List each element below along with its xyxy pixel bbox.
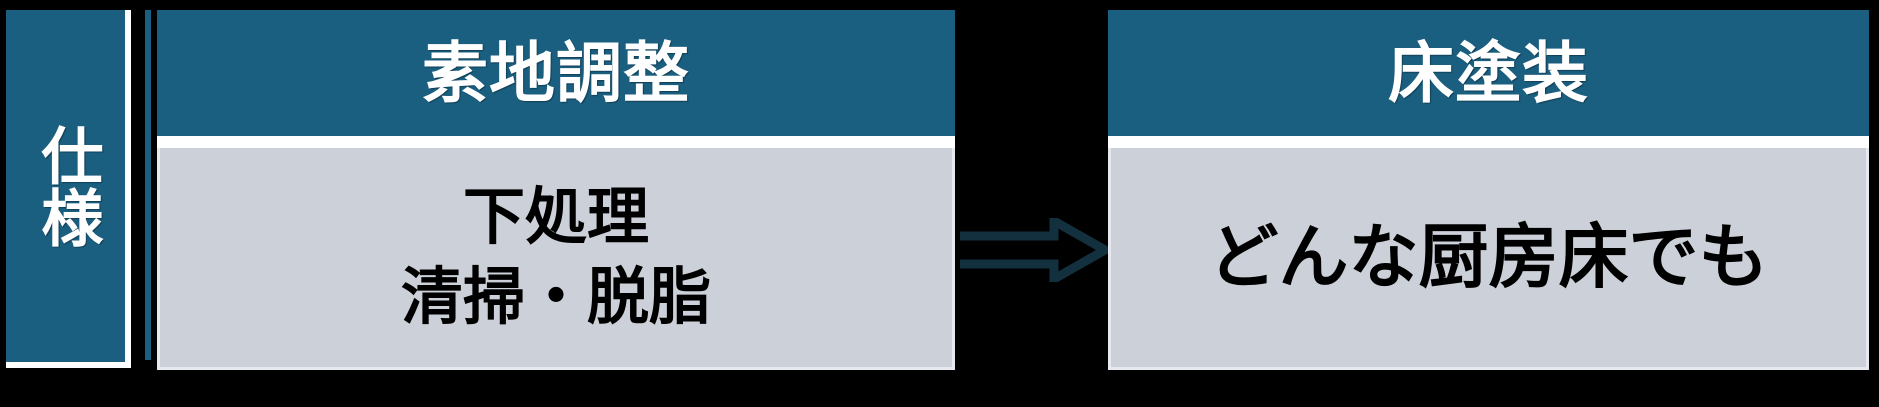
process-card-body-line: どんな厨房床でも bbox=[1208, 217, 1769, 296]
panel-edge-sliver bbox=[145, 10, 151, 360]
process-card-title: 床塗装 bbox=[1388, 36, 1589, 110]
flow-arrow bbox=[958, 213, 1115, 287]
process-card-title: 素地調整 bbox=[422, 36, 690, 110]
process-card-body-line: 清掃・脱脂 bbox=[400, 262, 711, 332]
spec-panel-label: 仕様 bbox=[31, 124, 101, 248]
right-block-arrow-icon bbox=[960, 213, 1115, 287]
process-card-body-line: 下処理 bbox=[462, 183, 649, 253]
card-divider bbox=[1108, 136, 1869, 148]
spec-panel: 仕様 bbox=[6, 10, 131, 368]
process-card-floor-coating: 床塗装 どんな厨房床でも bbox=[1108, 10, 1869, 370]
process-card-body: どんな厨房床でも bbox=[1108, 148, 1869, 370]
process-card-surface-prep: 素地調整 下処理 清掃・脱脂 bbox=[157, 10, 955, 370]
process-card-header: 素地調整 bbox=[157, 10, 955, 136]
process-card-header: 床塗装 bbox=[1108, 10, 1869, 136]
process-card-body: 下処理 清掃・脱脂 bbox=[157, 148, 955, 370]
card-divider bbox=[157, 136, 955, 148]
